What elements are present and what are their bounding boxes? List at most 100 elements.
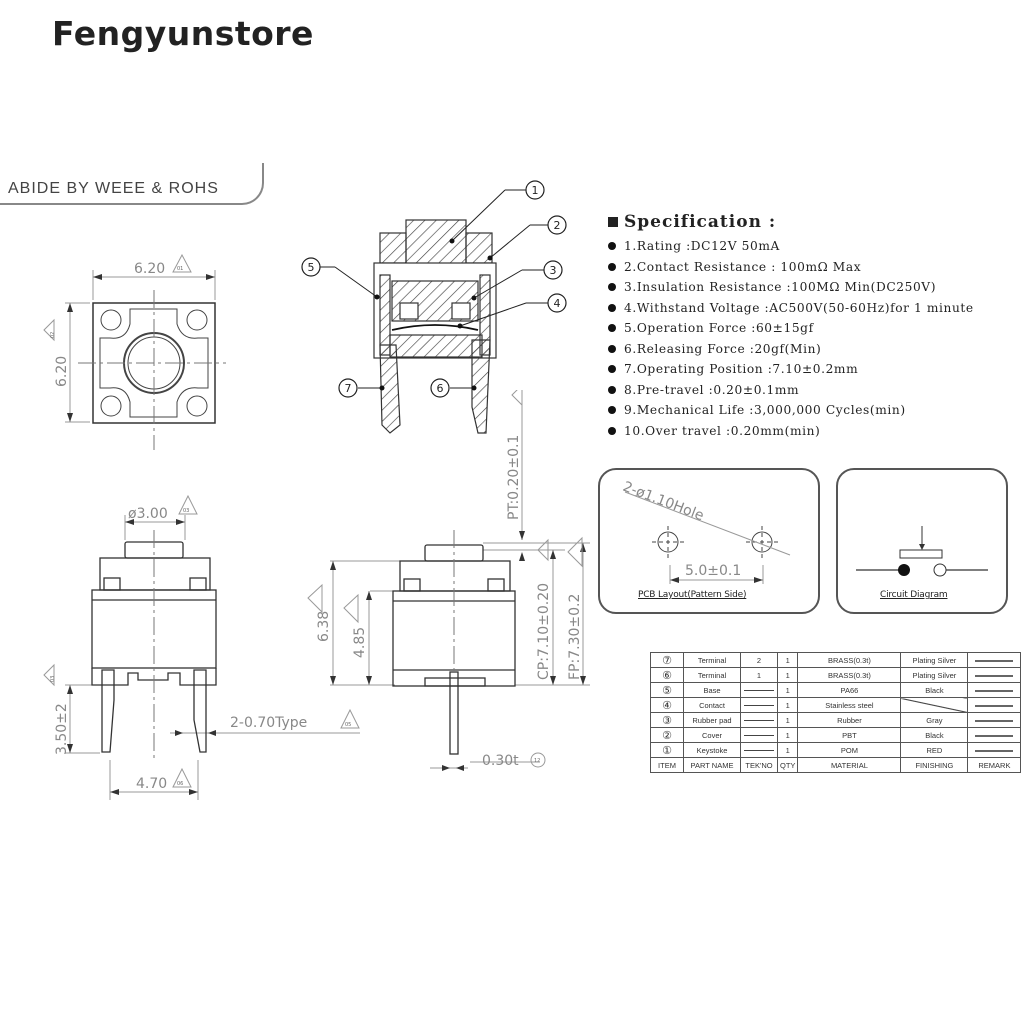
specification-item: 8.Pre-travel :0.20±0.1mm [608, 380, 974, 401]
callout-7 [338, 378, 358, 398]
material-cell: PBT [797, 727, 902, 743]
tol-mark: 05 [345, 722, 351, 728]
specification-item: 7.Operating Position :7.10±0.2mm [608, 359, 974, 380]
specification-text: 1.Rating :DC12V 50mA [624, 239, 780, 254]
callout-3 [543, 260, 563, 280]
hole-spacing-dim: 5.0±0.1 [685, 563, 741, 579]
part-name-cell: Keystoke [683, 742, 741, 758]
total-height-dim: 6.38 [316, 611, 332, 642]
callout-label: 2 [554, 219, 561, 232]
bullet-icon [608, 242, 616, 251]
qty-cell: 1 [776, 742, 799, 758]
pin-thickness-dim: 0.30t [482, 753, 519, 769]
specification-item: 4.Withstand Voltage :AC500V(50-60Hz)for … [608, 298, 974, 319]
bullet-icon [608, 426, 616, 435]
tek-no-cell: 2 [740, 652, 778, 668]
specification-item: 1.Rating :DC12V 50mA [608, 236, 974, 257]
specification-title-text: Specification : [624, 212, 777, 232]
finishing-cell: Black [900, 727, 969, 743]
qty-cell: 1 [776, 727, 799, 743]
top-width-dim: 6.20 [134, 261, 165, 277]
cap-diameter-dim: ø3.00 [128, 506, 168, 522]
specification-item: 5.Operation Force :60±15gf [608, 318, 974, 339]
finishing-cell: Plating Silver [900, 652, 969, 668]
tek-no-cell [740, 727, 778, 743]
tek-no-cell [740, 682, 778, 698]
callout-label: 1 [532, 184, 539, 197]
remark-cell [967, 712, 1022, 728]
pin-length-dim: 3.50±2 [54, 703, 70, 755]
part-name-cell: Terminal [683, 652, 741, 668]
part-name-cell: Cover [683, 727, 741, 743]
free-position-dim: FP:7.30±0.2 [567, 594, 583, 680]
specification-item: 9.Mechanical Life :3,000,000 Cycles(min) [608, 400, 974, 421]
column-header: PART NAME [683, 757, 741, 773]
pin-width-dim: 2-0.70Type [230, 715, 307, 731]
top-height-dim: 6.20 [54, 356, 70, 387]
qty-cell: 1 [776, 682, 799, 698]
qty-cell: 1 [776, 667, 799, 683]
bullet-icon [608, 406, 616, 415]
circuit-diagram-caption: Circuit Diagram [880, 590, 948, 600]
qty-cell: 1 [776, 652, 799, 668]
bullet-icon [608, 365, 616, 374]
material-cell: BRASS(0.3t) [797, 652, 902, 668]
tol-mark: 03 [183, 508, 189, 514]
bullet-icon [608, 344, 616, 353]
specification-text: 9.Mechanical Life :3,000,000 Cycles(min) [624, 403, 906, 418]
finishing-cell: RED [900, 742, 969, 758]
specification-item: 10.Over travel :0.20mm(min) [608, 421, 974, 442]
item-number-cell: ⑦ [650, 652, 684, 668]
pcb-layout-drawing: 2-ø1.10Hole 5.0±0.1 [621, 479, 791, 584]
part-name-cell: Terminal [683, 667, 741, 683]
bullet-icon [608, 262, 616, 271]
remark-cell [967, 682, 1022, 698]
item-number-cell: ③ [650, 712, 684, 728]
column-header: REMARK [967, 757, 1022, 773]
pcb-layout-caption: PCB Layout(Pattern Side) [638, 590, 747, 600]
tol-mark: 12 [534, 758, 540, 764]
contact-closed-icon [898, 564, 910, 576]
finishing-cell: Plating Silver [900, 667, 969, 683]
material-cell: Stainless steel [797, 697, 902, 713]
square-bullet-icon [608, 217, 618, 227]
top-view-drawing: 6.20 01 6.20 02 [43, 253, 226, 450]
specification-item: 6.Releasing Force :20gf(Min) [608, 339, 974, 360]
callout-label: 7 [345, 382, 352, 395]
callout-label: 5 [308, 261, 315, 274]
specification-text: 3.Insulation Resistance :100MΩ Min(DC250… [624, 280, 937, 295]
tol-mark: 01 [177, 266, 183, 272]
remark-cell [967, 667, 1022, 683]
bullet-icon [608, 303, 616, 312]
material-cell: Rubber [797, 712, 902, 728]
callout-1 [525, 180, 545, 200]
tol-mark: 06 [177, 781, 183, 787]
bullet-icon [608, 324, 616, 333]
operating-position-dim: CP:7.10±0.20 [536, 583, 552, 680]
material-cell: PA66 [797, 682, 902, 698]
callout-label: 6 [437, 382, 444, 395]
column-header: ITEM [650, 757, 684, 773]
callout-6 [430, 378, 450, 398]
finishing-cell [900, 697, 969, 713]
front-view-drawing: ø3.00 03 3.50±2 03 2-0.70Type 05 4.70 06 [43, 494, 360, 800]
remark-cell [967, 652, 1022, 668]
pcb-layout-panel: 2-ø1.10Hole 5.0±0.1 PCB Layout(Pattern S… [598, 468, 820, 614]
circuit-diagram-panel: Circuit Diagram [836, 468, 1008, 614]
item-number-cell: ① [650, 742, 684, 758]
item-number-cell: ⑥ [650, 667, 684, 683]
part-name-cell: Base [683, 682, 741, 698]
part-name-cell: Contact [683, 697, 741, 713]
column-header: TEK'NO [740, 757, 778, 773]
qty-cell: 1 [776, 712, 799, 728]
tek-no-cell: 1 [740, 667, 778, 683]
specification-text: 6.Releasing Force :20gf(Min) [624, 341, 822, 356]
